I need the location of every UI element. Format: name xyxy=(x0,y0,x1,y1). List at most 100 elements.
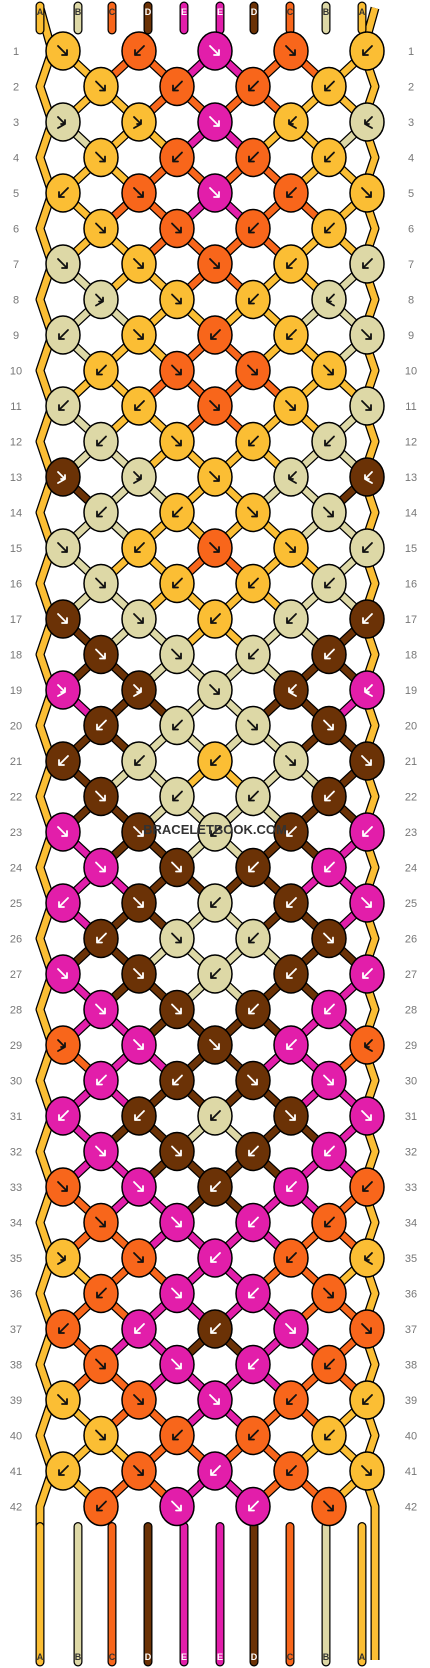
arrow-down-right-icon xyxy=(171,364,182,376)
knot xyxy=(45,528,81,568)
knot xyxy=(159,1060,195,1101)
row-number-right: 20 xyxy=(405,721,417,733)
knot xyxy=(45,173,81,213)
row-number-left: 9 xyxy=(13,330,19,342)
knot-grid xyxy=(45,31,385,1527)
arrow-down-right-icon xyxy=(323,1074,334,1086)
row-number-right: 12 xyxy=(405,437,417,449)
arrow-down-right-icon xyxy=(95,151,106,163)
knot xyxy=(273,244,309,284)
row-number-left: 42 xyxy=(10,1502,22,1514)
arrow-down-right-icon xyxy=(171,1358,182,1370)
knot xyxy=(235,847,271,888)
knot xyxy=(273,173,309,213)
row-number-left: 29 xyxy=(10,1040,22,1052)
arrow-down-right-icon xyxy=(171,1145,182,1157)
bottom-strand-letter: B xyxy=(75,1652,82,1662)
knot xyxy=(159,1273,195,1314)
knot xyxy=(349,173,385,213)
row-number-right: 29 xyxy=(405,1040,417,1052)
knot xyxy=(349,670,385,710)
arrow-down-right-icon xyxy=(361,1110,372,1121)
row-number-left: 2 xyxy=(13,82,19,94)
knot xyxy=(159,350,195,391)
row-number-left: 22 xyxy=(10,792,22,804)
arrow-down-left-icon xyxy=(248,577,259,589)
knot xyxy=(83,1202,119,1243)
knot xyxy=(273,1380,309,1420)
arrow-down-left-icon xyxy=(362,826,373,837)
knot xyxy=(83,1344,119,1385)
top-strand-letter: C xyxy=(287,7,294,17)
arrow-down-left-icon xyxy=(248,222,259,234)
knot xyxy=(311,350,347,391)
arrow-down-right-icon xyxy=(133,1039,144,1050)
arrow-backward-forward-icon xyxy=(364,684,373,697)
knot xyxy=(159,776,195,817)
knot xyxy=(273,954,309,994)
arrow-down-left-icon xyxy=(134,542,145,553)
knot xyxy=(197,954,233,994)
knot xyxy=(159,705,195,746)
knot xyxy=(235,421,271,462)
row-number-left: 38 xyxy=(10,1360,22,1372)
row-number-left: 39 xyxy=(10,1395,22,1407)
knot xyxy=(83,492,119,533)
arrow-backward-forward-icon xyxy=(288,471,297,484)
arrow-forward-backward-icon xyxy=(57,684,66,697)
row-number-right: 5 xyxy=(408,188,414,200)
row-number-left: 25 xyxy=(10,898,22,910)
knot xyxy=(121,244,157,284)
row-number-right: 39 xyxy=(405,1395,417,1407)
knot xyxy=(349,1309,385,1349)
row-number-left: 34 xyxy=(10,1218,22,1230)
arrow-down-right-icon xyxy=(209,1039,220,1050)
knot xyxy=(273,528,309,568)
knot xyxy=(45,812,81,852)
arrow-backward-forward-icon xyxy=(364,116,373,129)
knot xyxy=(159,208,195,249)
arrow-down-right-icon xyxy=(95,861,106,873)
arrow-forward-backward-icon xyxy=(95,293,104,307)
row-number-right: 19 xyxy=(405,685,417,697)
arrow-down-left-icon xyxy=(58,897,69,908)
row-number-right: 26 xyxy=(405,934,417,946)
arrow-down-right-icon xyxy=(95,648,106,660)
arrow-down-right-icon xyxy=(57,542,68,553)
knot xyxy=(45,244,81,284)
knot xyxy=(349,883,385,923)
row-number-left: 12 xyxy=(10,437,22,449)
knot xyxy=(121,1451,157,1491)
arrow-backward-forward-icon xyxy=(288,684,297,697)
arrow-down-left-icon xyxy=(362,1181,373,1192)
knot xyxy=(159,421,195,462)
knot xyxy=(121,1309,157,1349)
knot xyxy=(159,563,195,604)
arrow-down-right-icon xyxy=(133,1181,144,1192)
arrow-down-right-icon xyxy=(209,116,220,127)
row-number-right: 22 xyxy=(405,792,417,804)
knot xyxy=(83,776,119,817)
knot xyxy=(197,741,233,781)
row-number-left: 15 xyxy=(10,543,22,555)
row-number-left: 30 xyxy=(10,1076,22,1088)
arrow-down-right-icon xyxy=(209,1394,220,1405)
row-number-left: 20 xyxy=(10,721,22,733)
row-number-right: 25 xyxy=(405,898,417,910)
row-number-left: 4 xyxy=(13,153,19,165)
arrow-down-left-icon xyxy=(96,719,107,731)
knot xyxy=(273,741,309,781)
knot xyxy=(349,31,385,71)
knot xyxy=(311,989,347,1030)
arrow-down-left-icon xyxy=(286,329,297,340)
arrow-down-left-icon xyxy=(210,1252,221,1263)
row-number-left: 36 xyxy=(10,1289,22,1301)
knot xyxy=(159,137,195,178)
arrow-down-right-icon xyxy=(133,826,144,837)
arrow-down-right-icon xyxy=(171,1500,182,1512)
arrow-down-right-icon xyxy=(95,1003,106,1015)
knot xyxy=(311,66,347,107)
knot xyxy=(311,137,347,178)
arrow-down-left-icon xyxy=(248,1216,259,1228)
